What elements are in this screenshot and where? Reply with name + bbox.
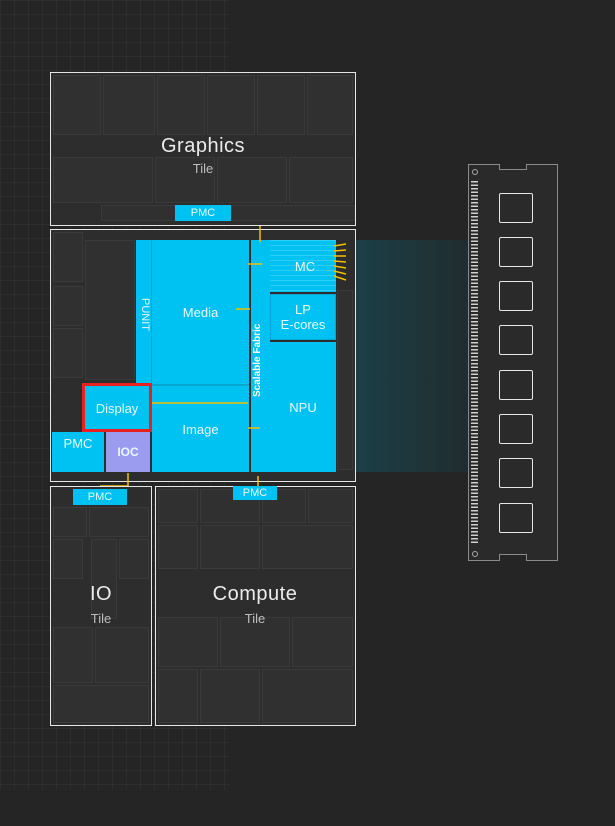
- soc-pmc[interactable]: PMC: [52, 432, 104, 472]
- compute-tile[interactable]: Compute Tile: [155, 486, 356, 726]
- image-block[interactable]: Image: [152, 385, 249, 472]
- ioc-block[interactable]: IOC: [106, 432, 150, 472]
- lp-ecores-block[interactable]: LP E-cores: [270, 294, 336, 340]
- memory-hole-bottom: [472, 551, 478, 557]
- memory-pins: [471, 181, 478, 543]
- npu-block[interactable]: NPU: [270, 342, 336, 472]
- display-block[interactable]: Display: [84, 385, 150, 431]
- memory-module[interactable]: [468, 164, 558, 561]
- compute-tile-subtitle: Tile: [244, 611, 266, 626]
- memory-chip: [499, 325, 533, 355]
- punit-block[interactable]: [136, 240, 152, 385]
- io-tile-subtitle: Tile: [90, 611, 112, 626]
- memory-notch-top: [499, 164, 527, 170]
- memory-chip: [499, 503, 533, 533]
- io-tile[interactable]: IO Tile: [50, 486, 152, 726]
- io-tile-title: IO: [89, 583, 113, 605]
- mc-block[interactable]: [270, 240, 336, 292]
- punit-label: PUNIT: [139, 297, 151, 331]
- graphics-tile[interactable]: Graphics Tile PMC: [50, 72, 356, 226]
- display-highlight-box: [82, 383, 152, 432]
- compute-tile-title: Compute: [212, 583, 298, 605]
- mc-label: MC: [294, 258, 316, 274]
- memory-notch-bottom: [499, 554, 527, 561]
- io-pmc[interactable]: PMC: [73, 489, 127, 505]
- memory-chip: [499, 458, 533, 488]
- memory-chip: [499, 370, 533, 400]
- lp-ecores-label: LP E-cores: [280, 302, 326, 332]
- mc-stripes: [270, 240, 336, 292]
- memory-channel-glow: [340, 240, 472, 472]
- graphics-tile-title: Graphics: [160, 135, 246, 157]
- media-block[interactable]: Media: [152, 240, 249, 385]
- memory-chip: [499, 193, 533, 223]
- memory-chip: [499, 237, 533, 267]
- graphics-pmc[interactable]: PMC: [175, 205, 231, 221]
- graphics-tile-subtitle: Tile: [192, 161, 214, 176]
- memory-chip: [499, 281, 533, 311]
- compute-pmc[interactable]: PMC: [233, 486, 277, 500]
- memory-hole-top: [472, 169, 478, 175]
- scalable-fabric-block[interactable]: [251, 240, 270, 472]
- memory-chip: [499, 414, 533, 444]
